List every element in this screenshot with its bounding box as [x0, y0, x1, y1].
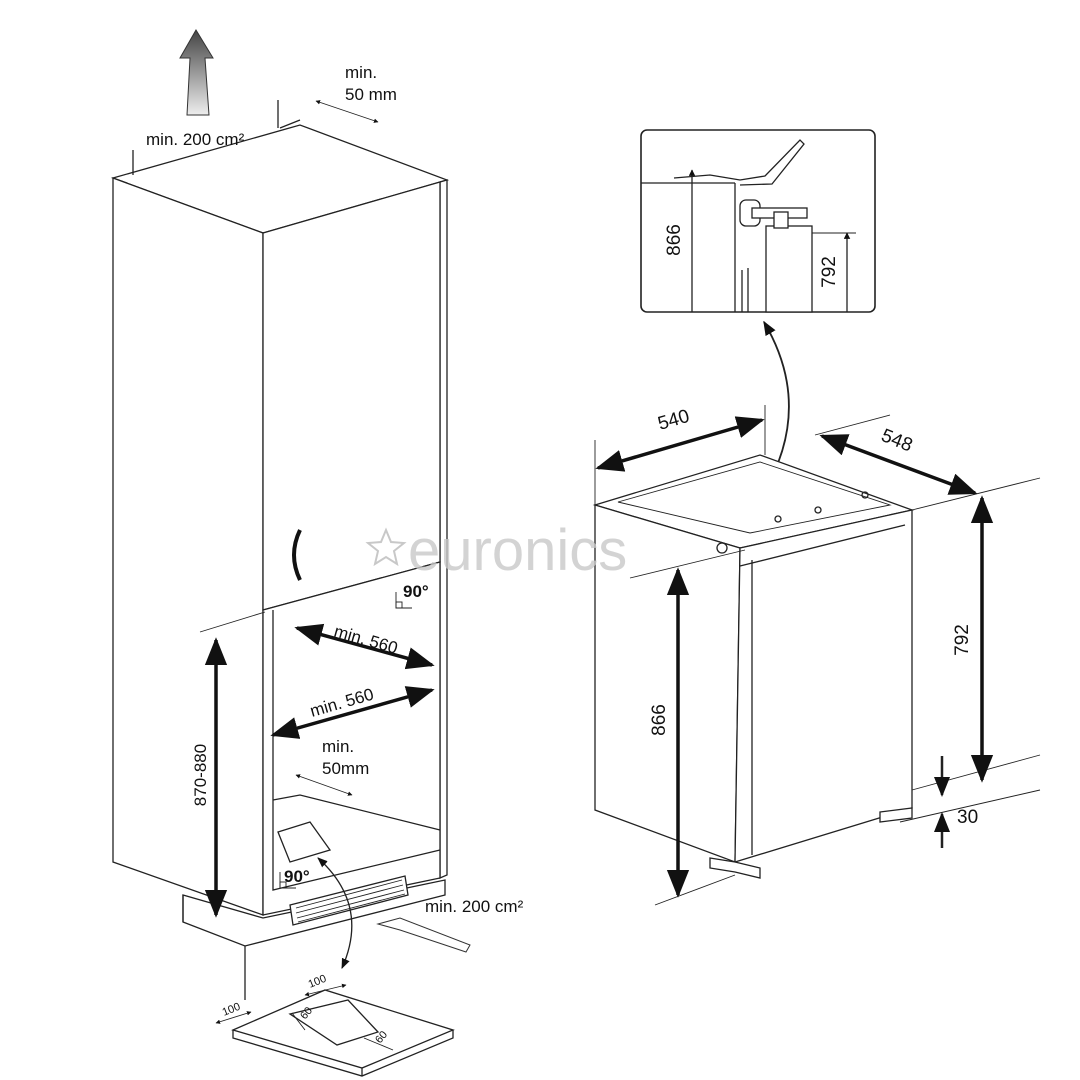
airflow-in-arrow-icon [376, 917, 471, 953]
plinth-gap-label: 30 [957, 807, 978, 828]
inset-height-door: 792 [819, 256, 840, 288]
door-handle [292, 529, 302, 581]
dim-arrow-depth [819, 434, 978, 495]
vent-top-label: min. 200 cm² [146, 130, 245, 149]
dim-arrow-lower-width [270, 686, 435, 739]
dim-arrow-width [595, 416, 765, 472]
angle-lower-label: 90° [284, 867, 310, 886]
dim-arrow-upper-width [294, 623, 435, 670]
hinge-inset: 866 792 [640, 129, 876, 313]
vent-detail: 100 100 60 60 [215, 973, 455, 1077]
gap-back-label-2: 50mm [322, 759, 369, 778]
euronics-watermark: euronics [365, 518, 627, 583]
gap-top-label-1: min. [345, 63, 377, 82]
angle-upper-label: 90° [403, 582, 429, 601]
gap-back-label-1: min. [322, 737, 354, 756]
airflow-up-arrow-icon [179, 29, 214, 116]
floor-vent-opening [277, 821, 332, 863]
appliance: 540 548 866 792 30 [592, 405, 1041, 906]
depth-label: 548 [878, 425, 915, 456]
cabinet: min. 200 cm² min. 50 mm 90° min. 560 min… [110, 29, 524, 1000]
star-logo-icon [365, 527, 407, 567]
detail-link-arrow [317, 857, 353, 969]
watermark-text: euronics [408, 518, 627, 583]
height-total-label: 866 [649, 704, 670, 736]
vent-bottom-label: min. 200 cm² [425, 897, 524, 916]
inset-height-total: 866 [664, 224, 685, 256]
width-label: 540 [656, 406, 692, 435]
cabinet-left-side [112, 177, 264, 916]
niche-height-label: 870-880 [191, 744, 210, 806]
gap-top-label-2: 50 mm [345, 85, 397, 104]
vent-dim-b: 100 [307, 973, 329, 991]
appliance-door [734, 509, 913, 863]
height-door-label: 792 [952, 624, 973, 656]
